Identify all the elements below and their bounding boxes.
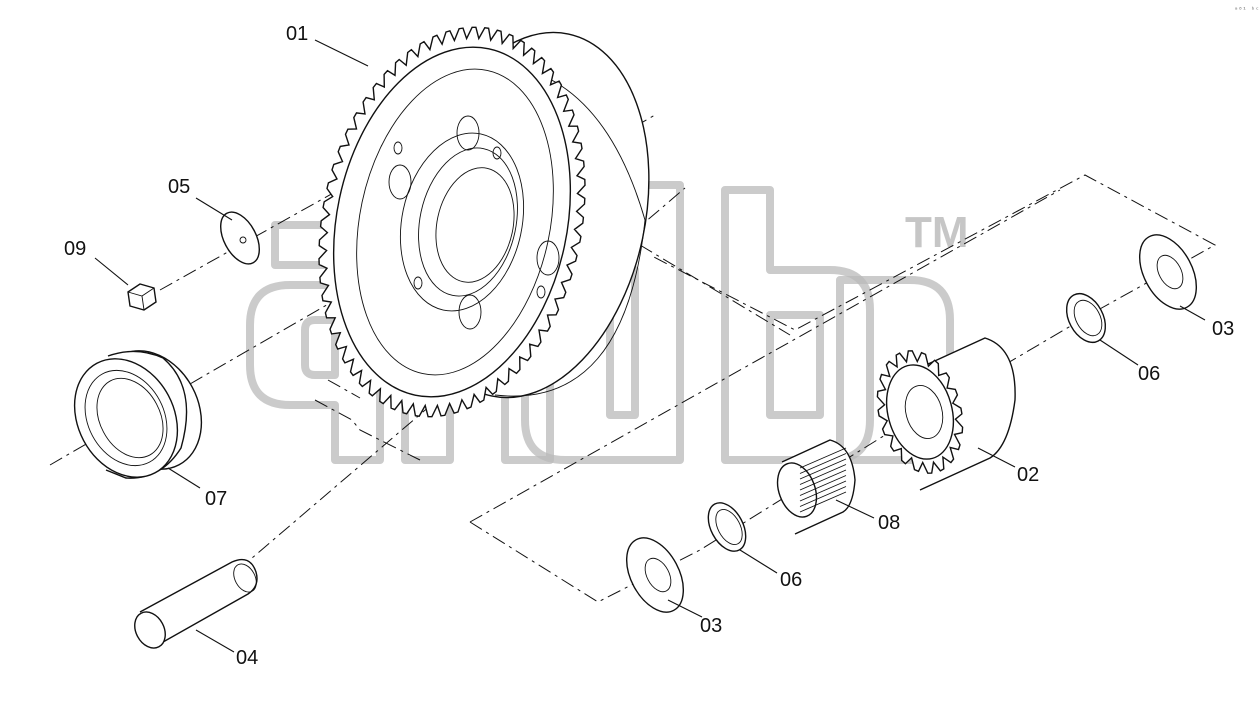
callout-01: 01 [286, 23, 308, 45]
needle-roller [799, 486, 847, 507]
callout-08: 08 [878, 512, 900, 534]
callout-06-upper: 06 [1138, 363, 1160, 385]
watermark-tm: TM [905, 208, 969, 257]
needle-roller [799, 464, 847, 485]
needle-roller [799, 469, 847, 491]
part-08-needle-bearing [776, 439, 856, 535]
needle-roller [799, 475, 847, 496]
needle-rollers [799, 447, 847, 513]
part-05-washer [220, 211, 260, 265]
callout-labels: 01 02 03 03 04 05 06 06 07 08 09 [64, 23, 1234, 669]
part-03-thrust-washer-lower [625, 537, 685, 613]
needle-roller [799, 480, 847, 502]
needle-roller [799, 458, 847, 480]
part-09-bolt [127, 283, 157, 311]
part-04-pin [134, 558, 258, 649]
needle-roller [799, 453, 847, 474]
part-07-bearing [73, 350, 203, 479]
callout-06-lower: 06 [780, 569, 802, 591]
callout-09: 09 [64, 238, 86, 260]
needle-roller [799, 447, 847, 469]
callout-02: 02 [1017, 464, 1039, 486]
part-01-ring-gear [318, 26, 650, 418]
needle-roller [799, 491, 847, 513]
corner-mark: ᵃ⁰¹ ᵇᶜᵈ [1234, 6, 1259, 14]
callout-07: 07 [205, 488, 227, 510]
part-06-spacer-lower [707, 502, 747, 552]
callout-04: 04 [236, 647, 258, 669]
leader-lines [94, 39, 1206, 653]
callout-05: 05 [168, 176, 190, 198]
callout-03-lower: 03 [700, 615, 722, 637]
part-06-spacer-upper [1065, 292, 1107, 344]
callout-03-upper: 03 [1212, 318, 1234, 340]
part-03-thrust-washer-upper [1138, 234, 1198, 310]
part-02-idler-gear [876, 337, 1016, 491]
